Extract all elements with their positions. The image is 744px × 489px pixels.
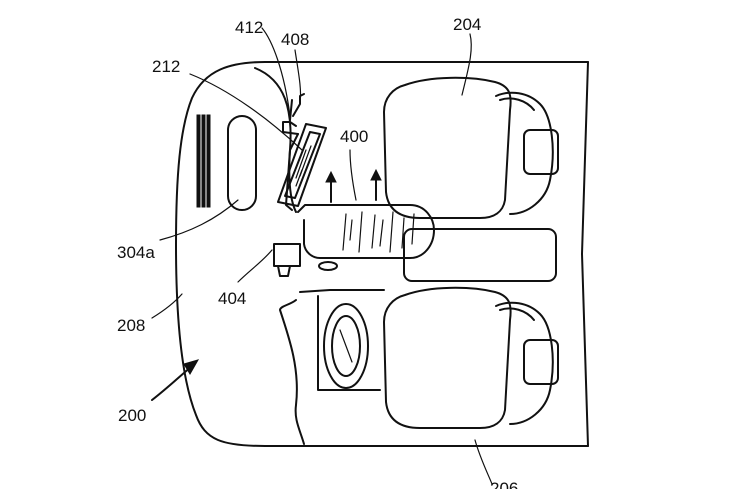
grille-bar [196,114,201,208]
label-400: 400 [340,127,368,146]
console-400 [297,204,435,259]
leader-400 [349,149,357,201]
dashboard-floor-line [299,289,385,293]
leader-412 [261,27,291,117]
arrow-200-head [183,359,200,375]
label-204: 204 [453,15,481,34]
label-200: 200 [118,406,146,425]
grille-bar [206,114,211,208]
leader-408 [294,49,302,103]
label-408: 408 [281,30,309,49]
label-412: 412 [235,18,263,37]
leader-206 [474,439,493,485]
leader-404 [237,249,273,283]
vehicle-body-outline [175,61,589,447]
seat-204 [383,76,559,219]
mount-408 [292,93,305,117]
dashboard-lower-curve [279,299,305,445]
body-side-line-lower [581,253,589,447]
label-304a: 304a [117,243,155,262]
leader-304a [159,199,239,241]
leader-208 [151,293,183,319]
label-212: 212 [152,57,180,76]
label-404: 404 [218,289,246,308]
label-208: 208 [117,316,145,335]
label-206: 206 [490,479,518,489]
dashboard-upper-curve [254,67,297,213]
seat-206 [383,286,559,429]
motion-arrows [325,168,382,203]
body-side-line [581,61,589,255]
cable-412 [289,99,293,121]
dashboard-floor-line-2 [317,295,381,391]
grille-bar [201,114,206,208]
airbag-304a [227,115,257,211]
steering-wheel [323,303,369,389]
rear-console [403,228,557,282]
leader-204 [461,33,472,96]
mechanism-404 [273,243,338,277]
leader-212 [189,73,303,151]
